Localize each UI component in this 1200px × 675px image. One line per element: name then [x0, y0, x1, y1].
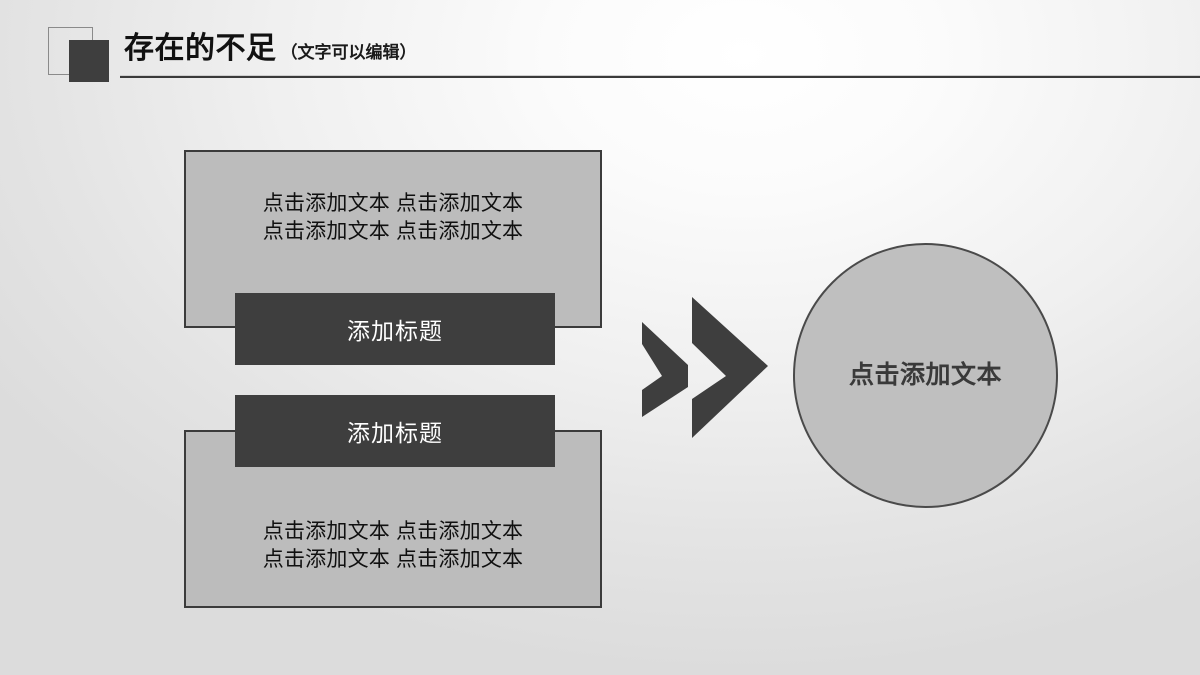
header-divider	[120, 75, 1200, 78]
header-solid-square-icon	[69, 40, 109, 82]
title-bar-bottom-label: 添加标题	[347, 420, 443, 446]
content-box-top-text: 点击添加文本 点击添加文本 点击添加文本 点击添加文本	[262, 192, 524, 243]
page-title: 存在的不足 （文字可以编辑）	[124, 34, 417, 64]
result-circle-label: 点击添加文本	[848, 361, 1002, 390]
title-bar-bottom[interactable]: 添加标题	[235, 395, 555, 467]
double-chevron-right-icon	[640, 295, 770, 440]
title-bar-top[interactable]: 添加标题	[235, 293, 555, 365]
page-title-main: 存在的不足	[124, 32, 277, 65]
page-title-subtitle: （文字可以编辑）	[280, 43, 417, 62]
result-circle[interactable]: 点击添加文本	[793, 243, 1058, 508]
title-bar-top-label: 添加标题	[347, 318, 443, 344]
content-box-bottom-text: 点击添加文本 点击添加文本 点击添加文本 点击添加文本	[262, 520, 524, 571]
